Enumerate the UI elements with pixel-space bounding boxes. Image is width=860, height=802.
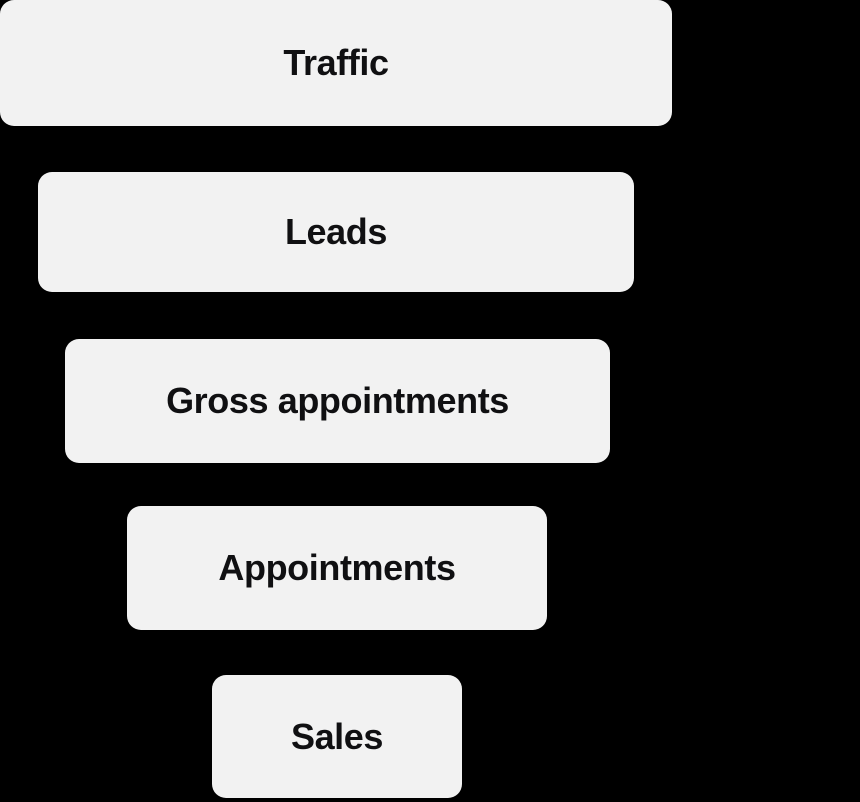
funnel-stage-label: Leads <box>284 211 388 252</box>
funnel-stage-label: Gross appointments <box>166 380 509 421</box>
funnel-stage-leads[interactable]: Leads <box>38 172 634 292</box>
funnel-stage-traffic[interactable]: Traffic <box>0 0 672 126</box>
funnel-stage-label: Appointments <box>218 547 456 588</box>
funnel-stage-sales[interactable]: Sales <box>212 675 462 798</box>
funnel-stage-gross-appointments[interactable]: Gross appointments <box>65 339 610 463</box>
funnel-stage-appointments[interactable]: Appointments <box>127 506 547 630</box>
funnel-stage-label: Sales <box>290 715 384 757</box>
funnel-stage-label: Traffic <box>283 42 389 83</box>
